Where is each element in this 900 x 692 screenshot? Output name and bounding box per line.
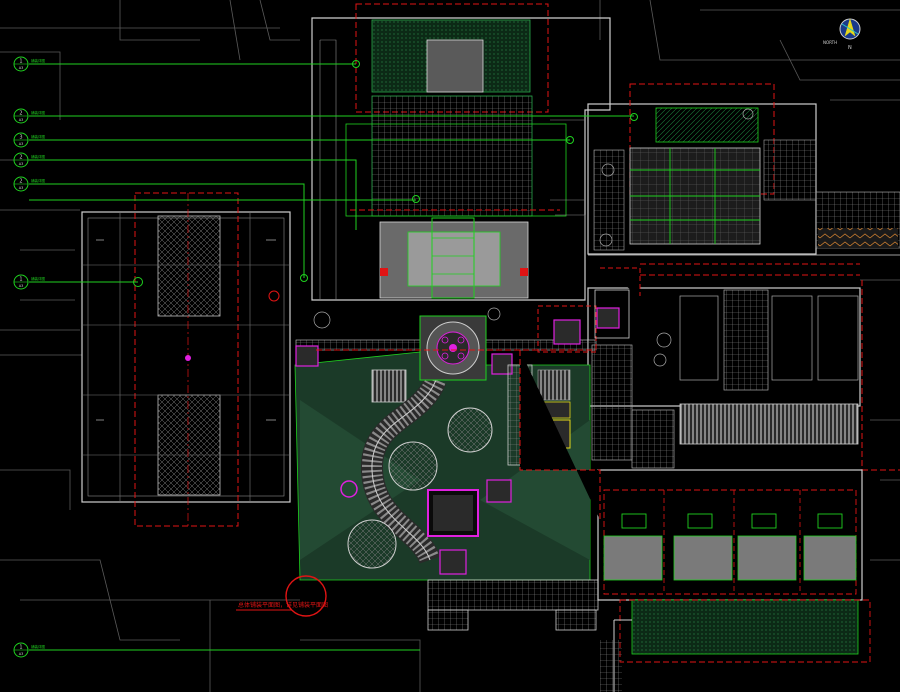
callout-sheet: A3 xyxy=(19,118,24,122)
detail-callout[interactable]: 2A3 铺装详图 xyxy=(13,108,45,124)
west-wing-building xyxy=(81,192,291,527)
north-letter: N xyxy=(848,45,852,51)
callout-sheet: A3 xyxy=(19,162,24,166)
callout-number: 2 xyxy=(19,155,22,161)
north-hall-building xyxy=(311,3,611,301)
east-middle-building xyxy=(587,280,900,471)
callout-number: 2 xyxy=(19,179,22,185)
callout-number: 1 xyxy=(19,59,22,65)
callout-note: 铺装详图 xyxy=(31,276,45,281)
callout-note: 铺装详图 xyxy=(31,644,45,649)
detail-callout[interactable]: 2A3 铺装详图 xyxy=(13,152,45,168)
north-label: NORTH xyxy=(823,40,837,45)
detail-callout-list: 1A3铺装详图2A3铺装详图3A3铺装详图2A3铺装详图2A3铺装详图1A3铺装… xyxy=(13,56,45,658)
callout-sheet: A3 xyxy=(19,66,24,70)
planting-symbols xyxy=(313,108,754,367)
callout-note: 铺装详图 xyxy=(31,110,45,115)
detail-callout[interactable]: 3A3 铺装详图 xyxy=(13,132,45,148)
red-note-text: 总体铺装平面图，详见铺装平面图 xyxy=(238,601,328,609)
callout-note: 铺装详图 xyxy=(31,134,45,139)
red-callout-marker: 总体铺装平面图，详见铺装平面图 xyxy=(236,575,328,617)
east-upper-building xyxy=(587,83,900,276)
detail-callout[interactable]: 2A3 铺装详图 xyxy=(13,176,45,192)
north-arrow: NORTH N xyxy=(823,18,861,51)
detail-callout[interactable]: 1A3 铺装详图 xyxy=(13,56,45,72)
detail-callout[interactable]: 1A3 铺装详图 xyxy=(13,274,45,290)
callout-number: 1 xyxy=(19,277,22,283)
callout-sheet: A3 xyxy=(19,142,24,146)
callout-sheet: A3 xyxy=(19,652,24,656)
central-garden xyxy=(294,351,599,631)
callout-number: 2 xyxy=(19,111,22,117)
south-east-units xyxy=(597,469,871,692)
callout-number: 3 xyxy=(19,135,22,141)
central-pavilion xyxy=(295,267,641,575)
callout-note: 铺装详图 xyxy=(31,58,45,63)
callout-note: 铺装详图 xyxy=(31,178,45,183)
callout-sheet: A3 xyxy=(19,284,24,288)
callout-number: 1 xyxy=(19,645,22,651)
callout-note: 铺装详图 xyxy=(31,154,45,159)
callout-leaders xyxy=(29,60,638,651)
callout-sheet: A3 xyxy=(19,186,24,190)
detail-callout[interactable]: 1A3 铺装详图 xyxy=(13,642,45,658)
